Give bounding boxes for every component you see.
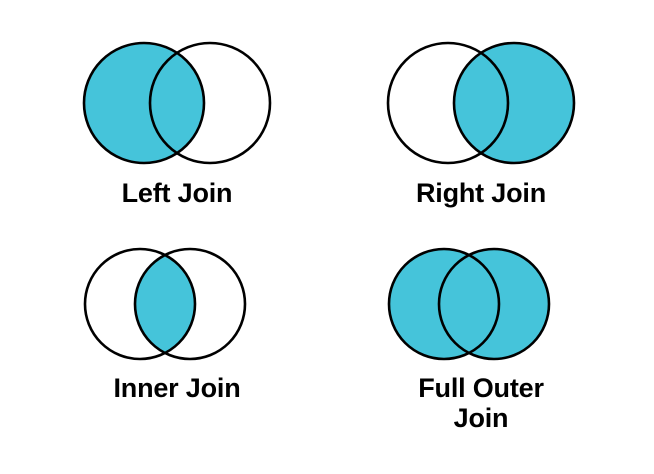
- left-circle-outline: [386, 41, 510, 165]
- left-circle-outline: [82, 41, 206, 165]
- diagram-right-join: Right Join: [346, 36, 616, 208]
- diagram-full-outer-join: Full Outer Join: [346, 243, 616, 433]
- diagram-left-join: Left Join: [42, 36, 312, 208]
- diagram-inner-join: Inner Join: [42, 243, 312, 403]
- caption-right-join: Right Join: [416, 178, 546, 208]
- right-circle-outline: [452, 41, 576, 165]
- caption-full-outer-join: Full Outer Join: [418, 373, 544, 434]
- venn-left-join: [82, 41, 272, 165]
- right-circle-fill: [439, 249, 549, 359]
- venn-inner-join: [83, 247, 247, 361]
- venn-full-outer-join: [387, 247, 551, 361]
- caption-inner-join: Inner Join: [113, 373, 241, 403]
- right-circle-fill: [454, 43, 574, 163]
- intersection-fill: [135, 249, 195, 359]
- venn-right-join: [386, 41, 576, 165]
- left-circle-outline: [83, 247, 197, 361]
- right-circle-outline: [437, 247, 551, 361]
- left-circle-fill: [84, 43, 204, 163]
- right-circle-outline: [148, 41, 272, 165]
- right-circle-outline: [133, 247, 247, 361]
- caption-left-join: Left Join: [121, 178, 233, 208]
- left-circle-outline: [387, 247, 501, 361]
